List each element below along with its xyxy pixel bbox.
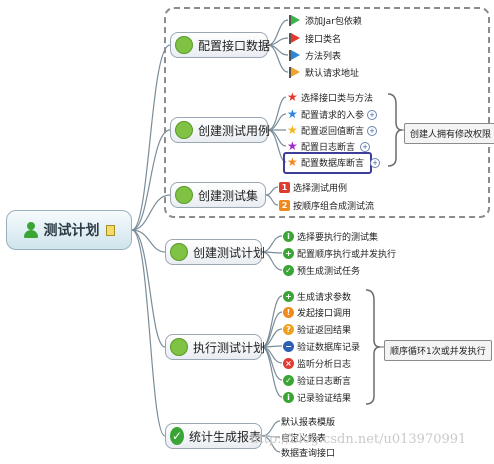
leaf-compose-flow[interactable]: 2 按顺序组合成测试流: [279, 197, 374, 213]
leaf-gen-params[interactable]: + 生成请求参数: [283, 288, 351, 304]
leaf-select-set[interactable]: i 选择要执行的测试集: [283, 228, 378, 244]
priority-2-icon: 2: [279, 199, 290, 211]
flag-red-icon: [289, 32, 302, 44]
progress-pie-icon: [170, 243, 188, 261]
note-icon: [105, 224, 115, 236]
topic-label: 配置接口数据: [198, 38, 271, 53]
leaf-log-assert[interactable]: ★ 配置日志断言: [287, 138, 356, 153]
leaf-verify-db[interactable]: − 验证数据库记录: [283, 338, 360, 354]
star-yellow-icon: ★: [287, 122, 298, 137]
leaf-config-params[interactable]: ★ 配置请求的入参: [287, 106, 365, 121]
topic-create-set[interactable]: 创建测试集: [170, 182, 266, 208]
leaf-query-api[interactable]: 数据查询接口: [281, 448, 336, 459]
leaf-default-url[interactable]: 默认请求地址: [289, 64, 359, 80]
leaf-config-order[interactable]: + 配置顺序执行或并发执行: [283, 245, 396, 261]
progress-pie-icon: [175, 121, 193, 139]
star-orange-icon: ★: [287, 154, 298, 169]
star-red-icon: ★: [287, 89, 298, 104]
star-purple-icon: ★: [287, 138, 298, 153]
flag-blue-icon: [289, 49, 302, 61]
progress-pie-icon: [175, 186, 193, 204]
priority-1-icon: 1: [279, 181, 290, 193]
callout-exec-loop: 顺序循环1次或并发执行: [384, 340, 492, 361]
watermark-text: http://blog.csdn.net/u013970991: [250, 432, 467, 447]
warning-icon: !: [283, 306, 294, 318]
topic-exec-plan[interactable]: 执行测试计划: [165, 334, 266, 360]
topic-label: 执行测试计划: [193, 340, 266, 355]
leaf-select-class[interactable]: ★ 选择接口类与方法: [287, 89, 374, 104]
progress-pie-icon: [175, 36, 193, 54]
exec-brace: [365, 289, 381, 405]
leaf-verify-return[interactable]: ? 验证返回结果: [283, 321, 351, 337]
expand-plus-icon[interactable]: +: [360, 142, 370, 152]
root-topic[interactable]: 测试计划: [6, 210, 132, 250]
info-icon: i: [283, 391, 294, 403]
leaf-db-assert[interactable]: ★ 配置数据库断言: [287, 154, 365, 169]
leaf-class-name[interactable]: 接口类名: [289, 30, 341, 46]
minus-circle-icon: −: [283, 340, 294, 352]
topic-label: 统计生成报表: [188, 429, 261, 444]
progress-pie-icon: [170, 338, 188, 356]
topic-create-plan[interactable]: 创建测试计划: [165, 239, 266, 265]
topic-label: 创建测试集: [198, 188, 259, 203]
leaf-pre-generate[interactable]: ✓ 预生成测试任务: [283, 262, 360, 278]
group-dashed-box: [164, 7, 490, 218]
leaf-custom-report[interactable]: 自定义报表: [281, 433, 327, 444]
topic-label: 创建测试计划: [193, 245, 266, 260]
star-blue-icon: ★: [287, 106, 298, 121]
flag-green-icon: [289, 14, 302, 26]
topic-create-case[interactable]: 创建测试用例: [170, 117, 271, 143]
topic-label: 创建测试用例: [198, 123, 271, 138]
leaf-return-assert[interactable]: ★ 配置返回值断言: [287, 122, 365, 137]
leaf-add-jar[interactable]: 添加Jar包依赖: [289, 12, 362, 28]
topic-config-api[interactable]: 配置接口数据: [170, 32, 271, 58]
topic-report[interactable]: ✓ 统计生成报表: [165, 423, 262, 449]
expand-plus-icon[interactable]: +: [370, 158, 380, 168]
question-icon: ?: [283, 323, 294, 335]
flag-orange-icon: [289, 66, 302, 78]
error-icon: ×: [283, 357, 294, 369]
callout-case-permission: 创建人拥有修改权限: [404, 123, 494, 144]
person-icon: [23, 222, 38, 238]
leaf-record-result[interactable]: i 记录验证结果: [283, 389, 351, 405]
leaf-method-list[interactable]: 方法列表: [289, 47, 341, 63]
check-icon: ✓: [283, 264, 294, 276]
check-icon: ✓: [283, 374, 294, 386]
leaf-default-template[interactable]: 默认报表模版: [281, 417, 336, 428]
check-circle-icon: ✓: [170, 427, 184, 445]
leaf-listen-log[interactable]: × 监听分析日志: [283, 355, 351, 371]
root-label: 测试计划: [43, 223, 100, 239]
plus-circle-icon: +: [283, 247, 294, 259]
expand-plus-icon[interactable]: +: [367, 126, 377, 136]
leaf-verify-log[interactable]: ✓ 验证日志断言: [283, 372, 351, 388]
leaf-invoke-api[interactable]: ! 发起接口调用: [283, 304, 351, 320]
leaf-select-case[interactable]: 1 选择测试用例: [279, 179, 347, 195]
plus-circle-icon: +: [283, 290, 294, 302]
expand-plus-icon[interactable]: +: [367, 110, 377, 120]
info-icon: i: [283, 230, 294, 242]
